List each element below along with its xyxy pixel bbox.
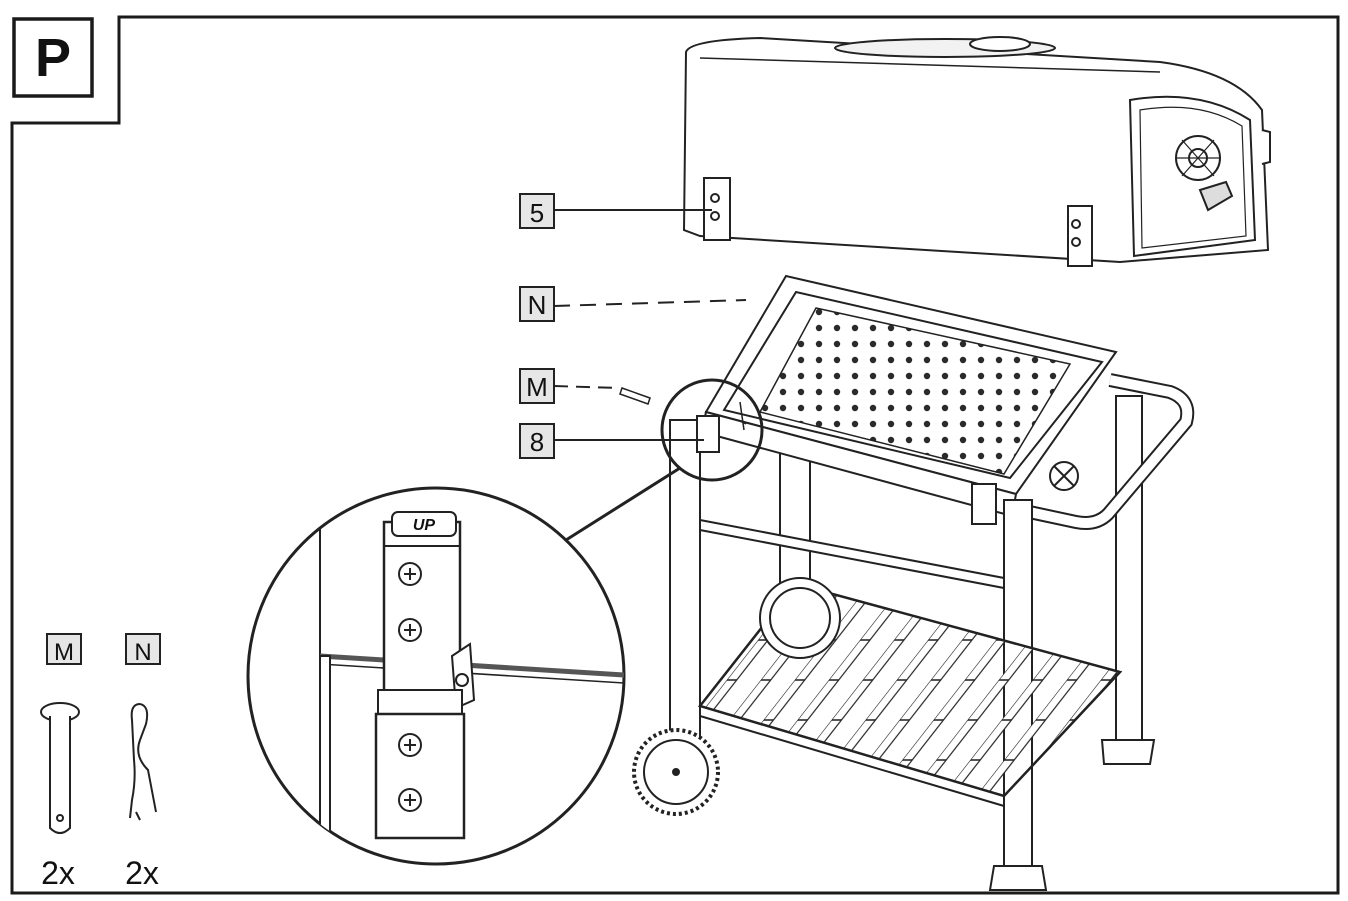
part-m-label: M: [54, 639, 74, 666]
magnified-hinge-detail: UP: [246, 486, 626, 866]
callout-5-label: 5: [530, 198, 544, 228]
part-m-qty: 2x: [41, 855, 75, 891]
callout-m-label: M: [526, 372, 548, 402]
part-m-box: M: [46, 633, 82, 666]
up-marking: UP: [413, 517, 436, 534]
callout-m: M: [519, 368, 619, 404]
detail-leader-line: [565, 466, 681, 542]
part-n-box: N: [125, 633, 161, 666]
pin-illustration: [40, 702, 80, 834]
clip-illustration: [129, 703, 157, 821]
callout-n: N: [519, 286, 747, 322]
parts-legend: M N 2x 2x: [40, 633, 161, 891]
page-frame: [10, 15, 1340, 895]
pin-m-small: [619, 387, 651, 405]
callout-8-label: 8: [530, 427, 544, 457]
callout-n-label: N: [528, 290, 547, 320]
part-n-qty: 2x: [125, 855, 159, 891]
clip-n-small: [737, 401, 747, 431]
callout-5: 5: [519, 193, 712, 229]
detail-focus-circle: [660, 378, 764, 482]
part-n-label: N: [134, 639, 151, 666]
grill-lid: [682, 36, 1271, 267]
grill-cart: [632, 274, 1195, 891]
step-letter: P: [35, 28, 71, 88]
callout-8: 8: [519, 423, 704, 459]
